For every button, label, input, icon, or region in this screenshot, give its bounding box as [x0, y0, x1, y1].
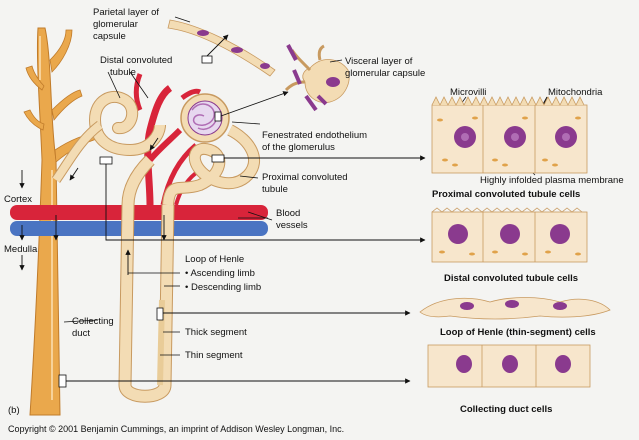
- proximal-tubule-label-2: tubule: [262, 184, 288, 195]
- glomerulus: [180, 88, 230, 143]
- proximal-cells-caption: Proximal convoluted tubule cells: [432, 189, 580, 200]
- panel-letter: (b): [8, 405, 20, 416]
- fenestrated-label-2: of the glomerulus: [262, 142, 335, 153]
- parietal-label-2: glomerular: [93, 19, 138, 30]
- collecting-cells-panel: [427, 344, 591, 388]
- flow-arrows: [19, 137, 167, 275]
- blood-vessels-label-1: Blood: [276, 208, 300, 219]
- visceral-label-2: glomerular capsule: [345, 68, 425, 79]
- blood-vessels-label-2: vessels: [276, 220, 308, 231]
- nephron-tubule: [51, 90, 260, 403]
- podocyte-illustration: [284, 44, 350, 112]
- distal-cells-panel: [431, 207, 588, 263]
- thin-segment-label: Thin segment: [185, 350, 243, 361]
- parietal-label-3: capsule: [93, 31, 126, 42]
- henle-cells-caption: Loop of Henle (thin-segment) cells: [440, 327, 596, 338]
- proximal-tubule-label-1: Proximal convoluted: [262, 172, 348, 183]
- henle-cells-panel: [419, 297, 611, 320]
- parietal-layer-illustration: [167, 19, 276, 77]
- fenestrated-label-1: Fenestrated endothelium: [262, 130, 367, 141]
- parietal-label-1: Parietal layer of: [93, 7, 159, 18]
- collecting-duct-label-2: duct: [72, 328, 90, 339]
- distal-tubule-label-1: Distal convoluted: [100, 55, 172, 66]
- infolded-membrane-label: Highly infolded plasma membrane: [480, 175, 624, 186]
- visceral-label-1: Visceral layer of: [345, 56, 413, 67]
- distal-tubule-label-2: tubule: [110, 67, 136, 78]
- microvilli-label: Microvilli: [450, 87, 486, 98]
- thick-segment-label: Thick segment: [185, 327, 247, 338]
- cortex-label: Cortex: [4, 194, 32, 205]
- labels: Parietal layer of glomerular capsule Vis…: [4, 7, 624, 434]
- sample-markers: [58, 55, 225, 388]
- descending-limb-label: • Descending limb: [185, 282, 261, 293]
- distal-cells-caption: Distal convoluted tubule cells: [444, 273, 578, 284]
- collecting-duct-label-1: Collecting: [72, 316, 114, 327]
- copyright-text: Copyright © 2001 Benjamin Cummings, an i…: [8, 424, 344, 434]
- mitochondria-label: Mitochondria: [548, 87, 603, 98]
- ascending-limb-label: • Ascending limb: [185, 268, 255, 279]
- leader-lines: [63, 16, 548, 384]
- medulla-label: Medulla: [4, 244, 38, 255]
- proximal-cells-panel: [431, 96, 588, 174]
- loop-of-henle-label: Loop of Henle: [185, 254, 244, 265]
- collecting-cells-caption: Collecting duct cells: [460, 404, 552, 415]
